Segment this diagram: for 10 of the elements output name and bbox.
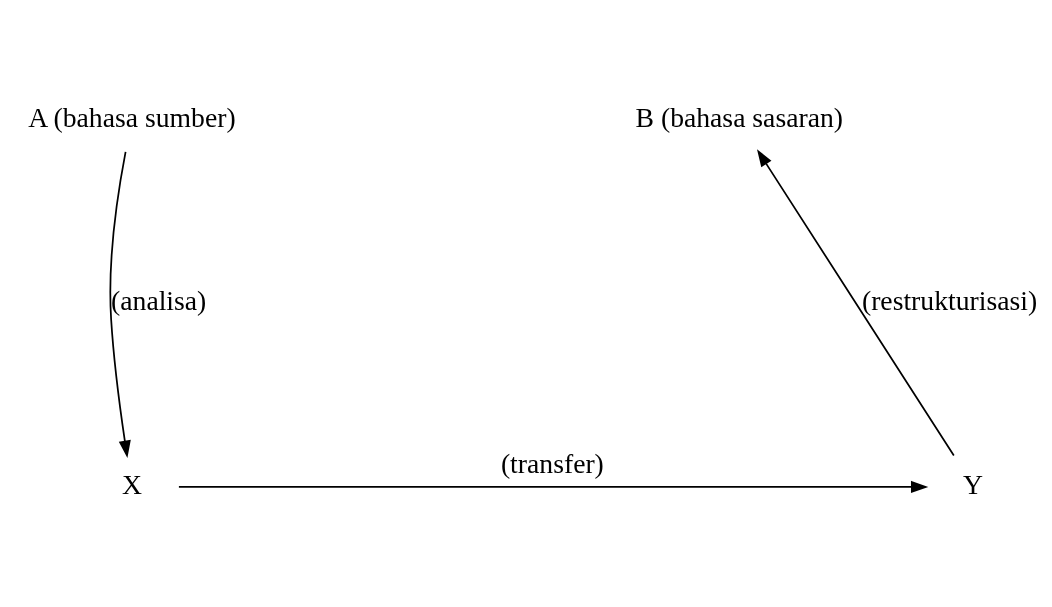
edge-label: (transfer): [500, 447, 604, 479]
arrow: [757, 149, 955, 457]
arrow: [178, 480, 929, 493]
arrow: [109, 150, 131, 458]
node-text: X: [121, 468, 142, 500]
edge-label: (analisa): [111, 285, 207, 317]
node-text: Y: [962, 468, 983, 500]
node-text: A (bahasa sumber): [28, 101, 236, 133]
edge-label: (restrukturisasi): [861, 285, 1038, 317]
node-text: B (bahasa sasaran): [635, 101, 844, 133]
